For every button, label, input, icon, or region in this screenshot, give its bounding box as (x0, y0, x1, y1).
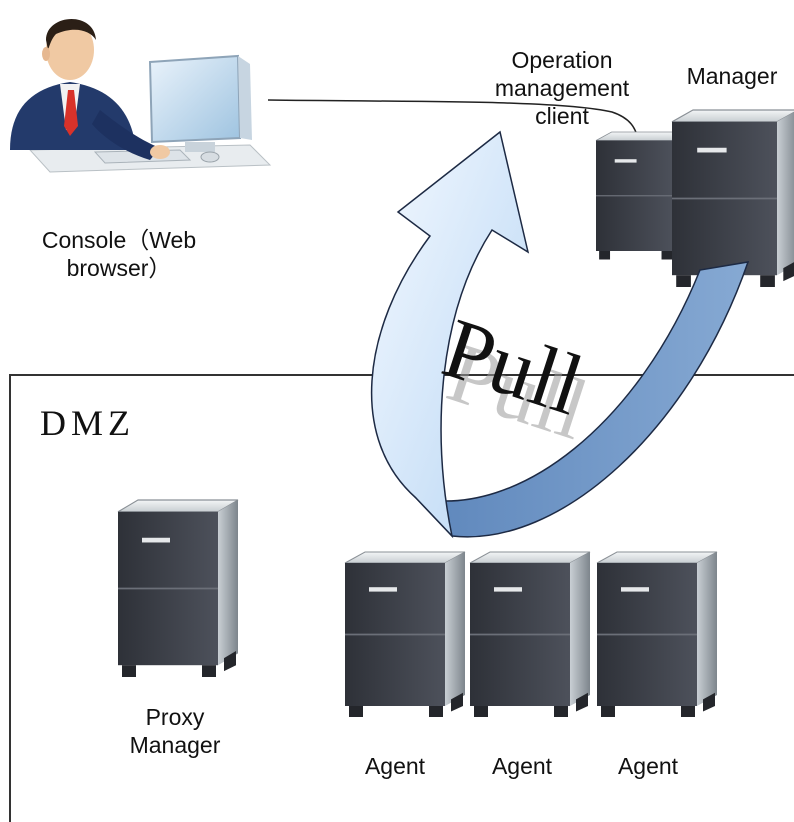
operation-client-label: Operation management client (462, 46, 662, 130)
operation-client-label-line1: Operation (511, 47, 613, 73)
pull-arrow (370, 130, 750, 539)
agent-1-label: Agent (364, 753, 426, 779)
console-label: Console（Web browser） (24, 226, 214, 282)
proxy-manager-server-icon (117, 499, 239, 678)
agent-1-server-icon (344, 551, 466, 718)
console-connection-line (267, 99, 639, 141)
agent-2-label: Agent (491, 753, 553, 779)
agent-2-server-icon (469, 551, 591, 718)
console-user-icon (10, 18, 272, 173)
manager-label: Manager (686, 63, 778, 89)
proxy-manager-label-line1: Proxy (145, 704, 205, 730)
dmz-label: DMZ (40, 403, 135, 443)
operation-client-label-line2: management (494, 75, 630, 101)
proxy-manager-label: Proxy Manager (100, 703, 250, 759)
proxy-manager-label-line2: Manager (129, 732, 221, 758)
dmz-boundary (9, 374, 794, 822)
console-label-line1: Console（Web (41, 227, 197, 253)
manager-server-icon (671, 109, 794, 288)
operation-client-label-line3: client (535, 103, 589, 129)
agent-3-server-icon (596, 551, 718, 718)
console-label-line2: browser） (66, 255, 172, 281)
agent-3-label: Agent (617, 753, 679, 779)
